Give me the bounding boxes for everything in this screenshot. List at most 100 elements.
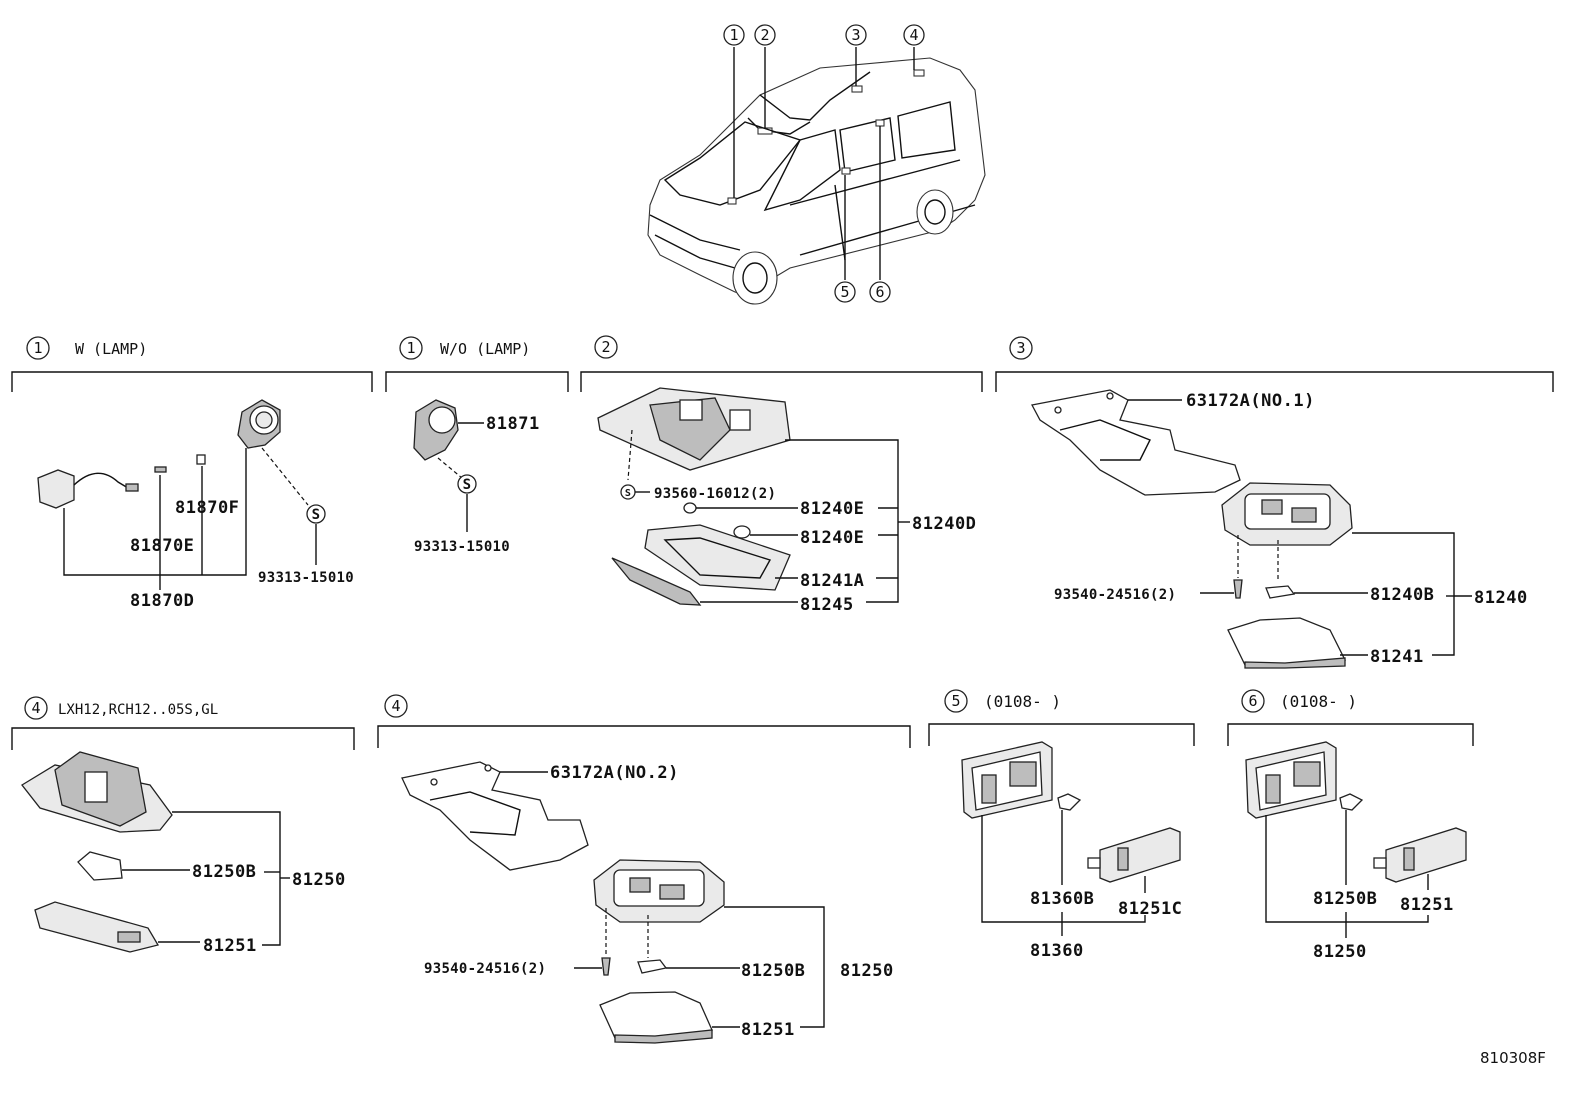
section-1-without-lamp: 1 W/O (LAMP) 81871 S 93313-15010 [385, 336, 569, 555]
section-4: 4 63172A(NO.2) 93540-24516(2) 81250B 812… [377, 694, 911, 1044]
door-lamp-6-mark [875, 119, 885, 127]
rear-wheel [916, 189, 954, 235]
part-number-81251: 81251 [1400, 895, 1454, 915]
part-81870e-shape [154, 466, 167, 473]
section-number: 6 [1248, 692, 1257, 710]
section-6: 6 (0108- ) 81250B 81251 81250 [1227, 689, 1474, 962]
part-number-81250b: 81250B [1313, 889, 1377, 909]
part-number-81871: 81871 [486, 414, 540, 434]
part-number-81870f: 81870F [175, 498, 239, 518]
part-number-81240b: 81240B [1370, 585, 1434, 605]
svg-text:S: S [463, 477, 472, 493]
section-5: 5 (0108- ) 81360B 81251C 81360 [928, 689, 1195, 961]
part-lens [1227, 617, 1347, 667]
section-bracket [995, 371, 1554, 392]
svg-text:2: 2 [760, 26, 769, 44]
section-title: W (LAMP) [75, 340, 147, 358]
part-bulb [77, 851, 123, 881]
screw-symbol [457, 474, 477, 494]
section-bracket [377, 725, 911, 748]
part-bracket-no2 [401, 761, 589, 871]
part-screw [1233, 579, 1243, 599]
section-number: 4 [391, 697, 400, 715]
part-number-81241: 81241 [1370, 647, 1424, 667]
part-number-81241a: 81241A [800, 571, 864, 591]
part-door-lamp-lens [1385, 827, 1467, 883]
locator-callout-6: 6 [869, 281, 891, 303]
section-title: (0108- ) [1280, 692, 1357, 711]
part-number-93540-24516: 93540-24516(2) [1054, 587, 1176, 603]
part-bracket-no1 [1031, 389, 1241, 496]
part-trim [611, 557, 702, 606]
locator-callout-1: 1 [723, 24, 745, 46]
part-number-81240d: 81240D [912, 514, 976, 534]
part-number-63172a-no2: 63172A(NO.2) [550, 763, 679, 783]
front-wheel [732, 251, 778, 305]
part-number-81240e-b: 81240E [800, 528, 864, 548]
part-number-81251c: 81251C [1118, 899, 1182, 919]
part-number-81251: 81251 [741, 1020, 795, 1040]
part-number-81240: 81240 [1474, 588, 1528, 608]
roof-lamp-4-mark [913, 69, 925, 77]
part-bulb [637, 959, 668, 974]
part-number-81250b: 81250B [741, 961, 805, 981]
part-number-81245: 81245 [800, 595, 854, 615]
part-number-81250: 81250 [840, 961, 894, 981]
part-number-81360b: 81360B [1030, 889, 1094, 909]
section-bracket [928, 723, 1195, 746]
locator-callout-5: 5 [834, 281, 856, 303]
svg-text:3: 3 [851, 26, 860, 44]
section-number: 2 [601, 338, 610, 356]
section-number: 3 [1016, 339, 1025, 357]
svg-text:6: 6 [875, 283, 884, 301]
section-bracket [385, 371, 569, 392]
svg-text:5: 5 [840, 283, 849, 301]
van-locator: 1 2 3 4 5 6 [647, 24, 986, 305]
part-connector [37, 469, 75, 509]
section-bracket [580, 371, 983, 392]
part-number-81870e: 81870E [130, 536, 194, 556]
section-number: 1 [406, 339, 415, 357]
section-bracket [11, 727, 355, 750]
part-number-81250b: 81250B [192, 862, 256, 882]
part-bulb [1339, 793, 1364, 811]
part-bulb [683, 502, 697, 514]
svg-text:4: 4 [909, 26, 918, 44]
door-lamp-5-mark [841, 167, 851, 175]
section-1-with-lamp: 1 W (LAMP) S 81870F 81870E 81870D 93313-… [11, 336, 373, 611]
section-3: 3 63172A(NO.1) 93540-24516(2) 81240B 812… [995, 336, 1554, 669]
section-number: 1 [33, 339, 42, 357]
part-81870f-shape [196, 454, 206, 465]
part-number-93313-15010: 93313-15010 [258, 570, 354, 586]
map-lamp-1-mark [727, 197, 737, 205]
section-bracket [11, 371, 373, 392]
locator-callout-4: 4 [903, 24, 925, 46]
part-bulb [1265, 585, 1296, 599]
svg-text:1: 1 [729, 26, 738, 44]
svg-text:S: S [312, 507, 321, 523]
screw-symbol [306, 504, 326, 524]
section-2: 2 S 93560-16012(2) 81240E 81240E 81241A … [580, 335, 983, 615]
locator-callout-3: 3 [845, 24, 867, 46]
figure-code: 810308F [1480, 1049, 1546, 1067]
section-number: 5 [951, 692, 960, 710]
part-door-lamp-lens [1099, 827, 1181, 883]
part-number-93313-15010: 93313-15010 [414, 539, 510, 555]
part-number-63172a-no1: 63172A(NO.1) [1186, 391, 1315, 411]
part-number-81250: 81250 [292, 870, 346, 890]
part-number-93560-16012: 93560-16012(2) [654, 486, 776, 502]
part-screw [601, 957, 611, 976]
part-number-93540-24516: 93540-24516(2) [424, 961, 546, 977]
van-body [647, 57, 986, 301]
section-title: LXH12,RCH12..05S,GL [58, 702, 218, 718]
part-bulb [733, 525, 751, 539]
roof-lamp-3-mark [851, 85, 863, 93]
part-number-81251: 81251 [203, 936, 257, 956]
part-bulb [1057, 793, 1082, 811]
part-number-81870d: 81870D [130, 591, 194, 611]
section-number: 4 [31, 699, 40, 717]
part-lens [34, 901, 160, 953]
part-number-81250: 81250 [1313, 942, 1367, 962]
locator-callout-2: 2 [754, 24, 776, 46]
